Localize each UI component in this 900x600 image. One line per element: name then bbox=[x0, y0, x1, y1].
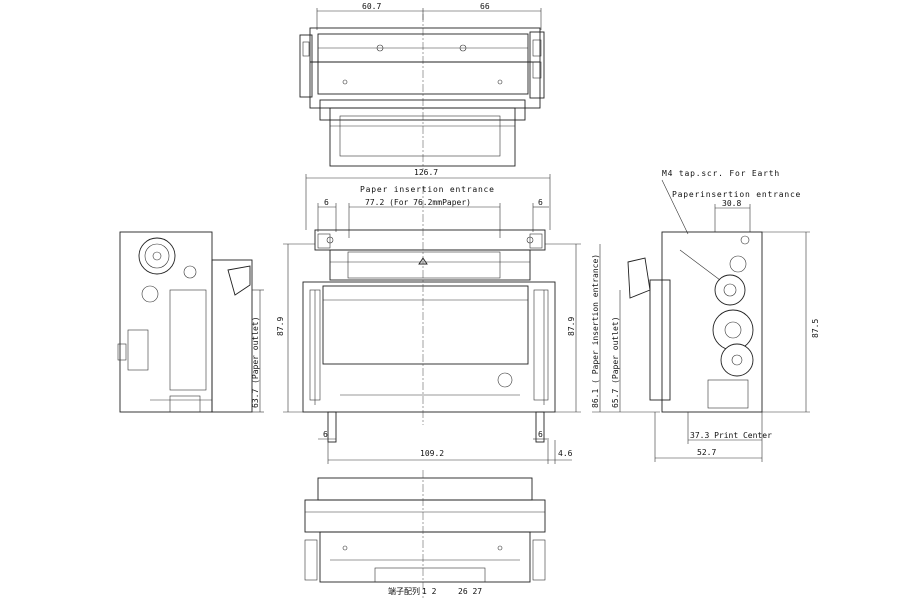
label-earth-screw: M4 tap.scr. For Earth bbox=[662, 169, 780, 178]
dim-top-left: 60.7 bbox=[362, 2, 381, 11]
dim-offset: 4.6 bbox=[558, 449, 573, 458]
dim-overall-width: 126.7 bbox=[414, 168, 438, 177]
right-side-view: M4 tap.scr. For Earth Paperinsertion ent… bbox=[591, 169, 820, 462]
dim-margin-left: 6 bbox=[324, 198, 329, 207]
dim-bottom-width: 109.2 bbox=[420, 449, 444, 458]
label-paper-entrance-front: Paper insertion entrance bbox=[360, 185, 495, 194]
dim-small-right: 6 bbox=[538, 430, 543, 439]
dim-right-paper-outlet-a: 86.1 ( Paper insertion entrance) bbox=[591, 254, 600, 408]
label-terminal-pins-end: 26 27 bbox=[458, 587, 482, 596]
dim-right-top-width: 30.8 bbox=[722, 199, 741, 208]
dim-right-bottom-width: 52.7 bbox=[697, 448, 716, 457]
dim-small-left: 6 bbox=[323, 430, 328, 439]
dim-left-paper-outlet: 63.7 (Paper outlet) bbox=[251, 316, 260, 408]
dim-right-height: 87.5 bbox=[811, 319, 820, 338]
label-terminal-pins: 1 2 bbox=[422, 587, 437, 596]
dim-top-right: 66 bbox=[480, 2, 490, 11]
top-view: 60.7 66 bbox=[299, 2, 545, 170]
bottom-view: 端子配列 1 2 26 27 bbox=[304, 470, 546, 598]
dim-margin-right: 6 bbox=[538, 198, 543, 207]
left-side-view: 63.7 (Paper outlet) bbox=[117, 231, 264, 413]
dim-print-center: 37.3 Print Center bbox=[690, 431, 772, 440]
label-terminal: 端子配列 bbox=[388, 586, 420, 596]
dim-paper-width: 77.2 (For 76.2mmPaper) bbox=[365, 198, 471, 207]
dim-front-height-right: 87.9 bbox=[567, 317, 576, 336]
dim-right-paper-outlet-b: 65.7 (Paper outlet) bbox=[611, 316, 620, 408]
label-paper-entrance-side: Paperinsertion entrance bbox=[672, 190, 801, 199]
front-view: 126.7 Paper insertion entrance 77.2 (For… bbox=[276, 168, 581, 464]
dim-front-height: 87.9 bbox=[276, 317, 285, 336]
